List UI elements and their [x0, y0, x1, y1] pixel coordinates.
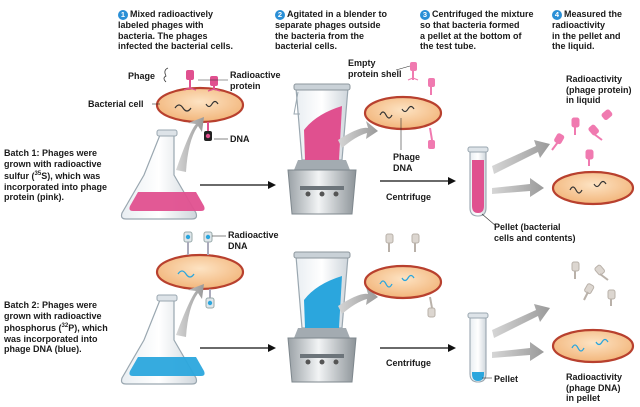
step-1-badge: 1 [118, 10, 128, 20]
test-tube-batch2 [467, 312, 489, 383]
label-radioactive-dna: Radioactive DNA [228, 230, 279, 251]
flask-batch2 [120, 294, 205, 385]
infected-cell-batch1 [155, 70, 245, 141]
label-phage-dna: Phage DNA [393, 152, 421, 173]
step-4-text: Measured the radioactivity in the pellet… [552, 9, 623, 51]
step-1-text: Mixed radioactively labeled phages with … [118, 9, 234, 51]
label-centrifuge-2: Centrifuge [386, 358, 431, 368]
blender-batch1 [287, 83, 357, 215]
free-phages-pink [551, 109, 613, 166]
phage-pink-2 [207, 76, 221, 92]
step-4-badge: 4 [552, 10, 562, 20]
blended-cell-batch1 [363, 62, 443, 149]
empty-shell-pink-c [428, 127, 435, 149]
label-result-1: Radioactivity (phage protein) in liquid [566, 74, 632, 105]
free-phages-empty [571, 261, 616, 306]
blended-cell-batch2 [363, 233, 443, 318]
result-cell-batch2 [551, 328, 635, 364]
label-empty-protein-shell: Empty protein shell [348, 58, 402, 79]
result-cell-batch1 [551, 170, 635, 206]
label-radioactive-protein: Radioactive protein [230, 70, 281, 91]
test-tube-batch1 [467, 146, 489, 217]
phage-blue-1 [183, 231, 193, 255]
label-centrifuge-1: Centrifuge [386, 192, 431, 202]
phage-blue-2 [203, 231, 213, 255]
label-dna: DNA [230, 134, 250, 144]
label-result-2: Radioactivity (phage DNA) in pellet [566, 372, 623, 403]
step-2-badge: 2 [275, 10, 285, 20]
label-pellet: Pellet [494, 374, 519, 384]
blender-batch2 [287, 251, 357, 383]
step-3-badge: 3 [420, 10, 430, 20]
step-3-text: Centrifuged the mixture so that bacteria… [420, 9, 534, 51]
batch-1-description: Batch 1: Phages were grown with radioact… [4, 148, 108, 202]
empty-shell-pink-a [407, 62, 419, 81]
phage-blue-3 [205, 289, 215, 309]
label-phage: Phage [128, 71, 156, 81]
batch-2-description: Batch 2: Phages were grown with radioact… [4, 300, 108, 354]
step-2-text: Agitated in a blender to separate phages… [275, 9, 388, 51]
label-bacterial-cell: Bacterial cell [88, 99, 144, 109]
empty-shell-pink-b [428, 78, 435, 95]
phage-pink-1 [183, 70, 197, 91]
flask-batch1 [120, 129, 205, 220]
phage-pink-3 [204, 122, 212, 141]
label-pellet-bacterial: Pellet (bacterial cells and contents) [494, 222, 576, 243]
